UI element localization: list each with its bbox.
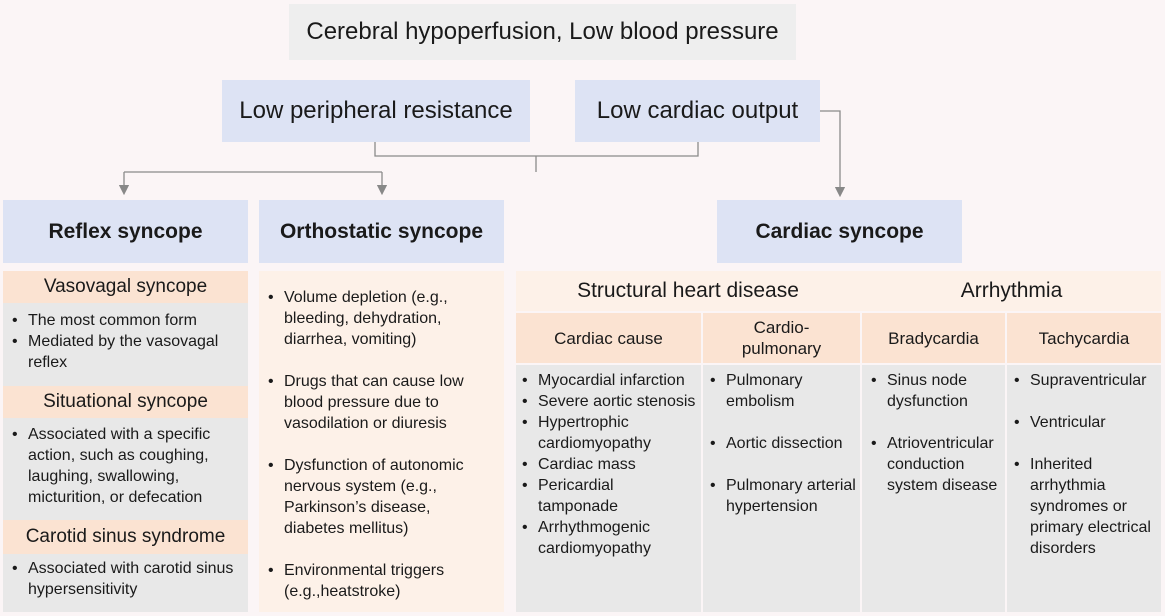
list-item: Pulmonary embolism bbox=[708, 370, 856, 412]
list-item: Atrioventricular conduction system disea… bbox=[869, 433, 1003, 496]
top-node-title: Cerebral hypoperfusion, Low blood pressu… bbox=[306, 18, 779, 45]
orthostatic-list: Volume depletion (e.g., bleeding, dehydr… bbox=[266, 287, 494, 602]
carotid-header: Carotid sinus syndrome bbox=[3, 520, 248, 554]
list-item: Environmental triggers (e.g.,heatstroke) bbox=[266, 560, 494, 602]
cardiac-syncope-title: Cardiac syncope bbox=[755, 219, 924, 243]
list-item: Cardiac mass bbox=[520, 454, 696, 475]
list-item: Arrhythmogenic cardiomyopathy bbox=[520, 517, 696, 559]
tachycardia-title: Tachycardia bbox=[1038, 328, 1130, 348]
list-item: Pulmonary arterial hypertension bbox=[708, 475, 856, 517]
situational-title: Situational syncope bbox=[43, 391, 208, 412]
structural-title: Structural heart disease bbox=[577, 279, 799, 302]
low-peripheral-label: Low peripheral resistance bbox=[239, 97, 513, 124]
cardiopulmonary-title: Cardio-pulmonary bbox=[741, 318, 822, 358]
list-item: Ventricular bbox=[1012, 412, 1159, 433]
list-item: Dysfunction of autonomic nervous system … bbox=[266, 455, 494, 539]
list-item: Associated with carotid sinus hypersensi… bbox=[10, 558, 242, 600]
tachycardia-list: Supraventricular Ventricular Inherited a… bbox=[1012, 370, 1159, 559]
tachycardia-header: Tachycardia bbox=[1007, 313, 1161, 363]
cardiopulmonary-header: Cardio-pulmonary bbox=[703, 313, 860, 363]
bradycardia-list: Sinus node dysfunction Atrioventricular … bbox=[869, 370, 1003, 496]
situational-header: Situational syncope bbox=[3, 386, 248, 418]
reflex-syncope-title: Reflex syncope bbox=[48, 219, 203, 243]
orthostatic-syncope-title: Orthostatic syncope bbox=[279, 219, 484, 243]
vasovagal-list: The most common form Mediated by the vas… bbox=[10, 310, 242, 373]
top-node: Cerebral hypoperfusion, Low blood pressu… bbox=[289, 4, 796, 60]
bradycardia-title: Bradycardia bbox=[888, 328, 979, 348]
list-item: Drugs that can cause low blood pressure … bbox=[266, 371, 494, 434]
reflex-syncope-header: Reflex syncope bbox=[3, 200, 248, 263]
list-item: The most common form bbox=[10, 310, 242, 331]
list-item: Pericardial tamponade bbox=[520, 475, 696, 517]
list-item: Sinus node dysfunction bbox=[869, 370, 1003, 412]
vasovagal-header: Vasovagal syncope bbox=[3, 271, 248, 303]
low-cardiac-output-node: Low cardiac output bbox=[575, 80, 820, 142]
arrhythmia-title: Arrhythmia bbox=[960, 279, 1063, 302]
vasovagal-title: Vasovagal syncope bbox=[43, 276, 208, 297]
list-item: Inherited arrhythmia syndromes or primar… bbox=[1012, 454, 1159, 559]
low-peripheral-resistance-node: Low peripheral resistance bbox=[222, 80, 530, 142]
cardiac-cause-header: Cardiac cause bbox=[516, 313, 701, 363]
list-item: Associated with a specific action, such … bbox=[10, 424, 242, 508]
carotid-list: Associated with carotid sinus hypersensi… bbox=[10, 558, 242, 600]
orthostatic-syncope-header: Orthostatic syncope bbox=[259, 200, 504, 263]
list-item: Mediated by the vasovagal reflex bbox=[10, 331, 242, 373]
bradycardia-header: Bradycardia bbox=[862, 313, 1005, 363]
list-item: Volume depletion (e.g., bleeding, dehydr… bbox=[266, 287, 494, 350]
list-item: Hypertrophic cardiomyopathy bbox=[520, 412, 696, 454]
structural-heart-disease-header: Structural heart disease bbox=[516, 271, 860, 311]
list-item: Aortic dissection bbox=[708, 433, 856, 454]
cardiac-cause-title: Cardiac cause bbox=[554, 328, 663, 348]
arrhythmia-header: Arrhythmia bbox=[862, 271, 1161, 311]
list-item: Myocardial infarction bbox=[520, 370, 696, 391]
list-item: Severe aortic stenosis bbox=[520, 391, 696, 412]
list-item: Supraventricular bbox=[1012, 370, 1159, 391]
low-cardiac-label: Low cardiac output bbox=[596, 97, 799, 124]
carotid-title: Carotid sinus syndrome bbox=[25, 526, 226, 547]
cardiac-syncope-header: Cardiac syncope bbox=[717, 200, 962, 263]
situational-list: Associated with a specific action, such … bbox=[10, 424, 242, 508]
cardiopulmonary-list: Pulmonary embolism Aortic dissection Pul… bbox=[708, 370, 856, 517]
cardiac-cause-list: Myocardial infarction Severe aortic sten… bbox=[520, 370, 696, 559]
